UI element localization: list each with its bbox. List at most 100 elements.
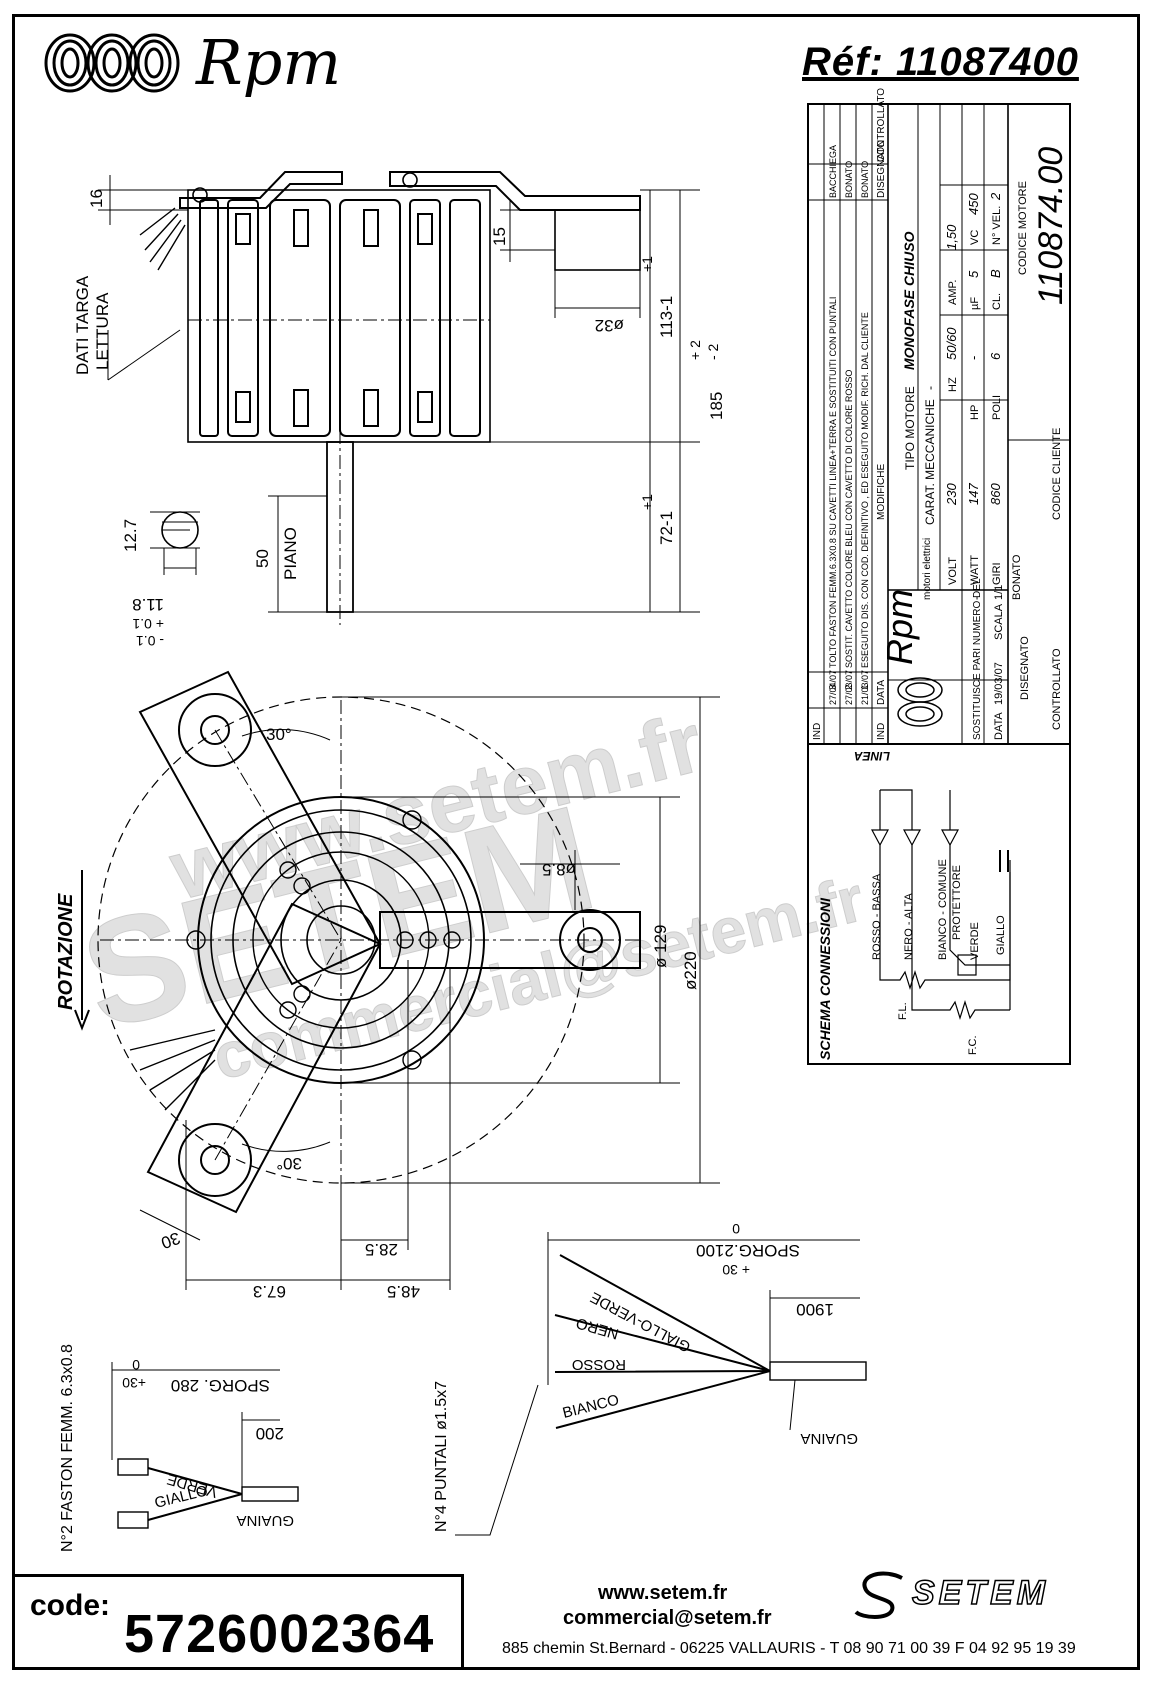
disegnato-value: BONATO bbox=[1011, 554, 1023, 600]
rpm-logo-coils bbox=[44, 33, 180, 93]
setem-swoosh-icon bbox=[854, 1571, 903, 1619]
dim-32: ø32 bbox=[595, 316, 624, 335]
spec-amp-value: 1,50 bbox=[944, 224, 959, 250]
codice-motore-label: CODICE MOTORE bbox=[1017, 181, 1029, 275]
dim-50: 50 bbox=[253, 549, 272, 568]
sostituisce-value: - bbox=[969, 596, 983, 600]
label-puntali: N°4 PUNTALI ø1.5x7 bbox=[433, 1381, 450, 1532]
spec-uf-label: µF bbox=[969, 297, 981, 310]
code-box: code: 5726002364 bbox=[12, 1574, 464, 1670]
dim-8-5: ø8.5 bbox=[542, 860, 576, 879]
dim-48-5: 48.5 bbox=[387, 1282, 420, 1301]
schema-fl: F.L. bbox=[897, 1002, 909, 1020]
small-guaina: GUAINA bbox=[236, 1512, 294, 1529]
cable-guaina: GUAINA bbox=[800, 1430, 858, 1447]
cable-len-1900: 1900 bbox=[796, 1300, 834, 1319]
data-label: DATA bbox=[993, 712, 1005, 740]
carat-label: CARAT. MECCANICHE bbox=[923, 399, 937, 525]
spec-hp-label: HP bbox=[969, 405, 981, 420]
carat-value: - bbox=[923, 386, 937, 390]
rev2-ind: 2 bbox=[844, 684, 855, 690]
rev-col-data: DATA bbox=[876, 679, 887, 705]
footer-email[interactable]: commercial@setem.fr bbox=[563, 1607, 772, 1629]
spec-amp-label: AMP. bbox=[947, 280, 959, 305]
schema-giallo: GIALLO bbox=[995, 915, 1007, 955]
schema-verde: VERDE bbox=[969, 922, 981, 960]
tipo-motore-value: MONOFASE CHIUSO bbox=[901, 231, 917, 370]
brand-logo-text: Rpm bbox=[196, 26, 342, 99]
small-len-200: 200 bbox=[256, 1424, 284, 1443]
footer-website[interactable]: www.setem.fr bbox=[598, 1582, 728, 1604]
rev-col-controllato: CONTROLLATO bbox=[876, 88, 887, 162]
rev1-data: 21/03/07 bbox=[860, 670, 870, 705]
schema-title: SCHEMA CONNESSIONI bbox=[817, 897, 833, 1060]
dim-11-8: 11.8 bbox=[132, 595, 164, 614]
tipo-motore-label: TIPO MOTORE bbox=[903, 386, 917, 470]
label-fastons: N°2 FASTON FEMM. 6.3x0.8 bbox=[59, 1344, 76, 1552]
schema-protettore: PROTETTORE bbox=[951, 865, 963, 940]
spec-watt-value: 147 bbox=[966, 483, 981, 505]
dim-113-tol: +1 bbox=[639, 256, 655, 272]
footer-address: 885 chemin St.Bernard - 06225 VALLAURIS … bbox=[502, 1640, 1076, 1657]
reference-number: Réf: 11087400 bbox=[802, 40, 1079, 84]
spec-hp-value: - bbox=[966, 356, 981, 360]
rev1-ind: 1 bbox=[860, 684, 871, 690]
dim-72-tol: +1 bbox=[639, 494, 655, 510]
spec-cl-value: B bbox=[988, 269, 1003, 278]
label-dati-targa: DATI TARGA bbox=[73, 275, 92, 375]
spec-poli-label: POLI bbox=[991, 395, 1003, 420]
small-sporg-tol-plus: +30 bbox=[122, 1375, 146, 1391]
setem-logo-text: SETEM bbox=[911, 1573, 1050, 1613]
spec-nvel-label: N° VEL. bbox=[991, 206, 1003, 245]
rev-col-ind-2: IND bbox=[876, 723, 887, 740]
spec-hz-label: HZ bbox=[947, 377, 959, 392]
scala-value: 1/1 bbox=[993, 585, 1005, 600]
rev2-modifica: SOSTIT. CAVETTO COLORE BLEU CON CAVETTO … bbox=[844, 370, 854, 668]
drawing-frame bbox=[12, 14, 1140, 1670]
dim-15: 15 bbox=[490, 227, 509, 246]
dim-11-8-tol-minus: - 0.1 bbox=[136, 633, 164, 649]
dim-185: 185 bbox=[707, 392, 726, 420]
wire-nero: NERO bbox=[574, 1314, 620, 1342]
spec-giri-label: GIRI bbox=[991, 562, 1003, 585]
dim-12-7: 12.7 bbox=[121, 519, 140, 552]
rev1-modifica: ESEGUITO DIS. CON COD. DEFINITIVO , ED E… bbox=[860, 312, 870, 668]
schema-fc: F.C. bbox=[967, 1035, 979, 1055]
code-value: 5726002364 bbox=[124, 1604, 435, 1664]
dim-16: 16 bbox=[87, 189, 106, 208]
spec-poli-value: 6 bbox=[988, 352, 1003, 360]
watermark: www.setem.fr SETEM commercial@setem.fr bbox=[67, 694, 872, 1094]
disegnato-label: DISEGNATO bbox=[1019, 636, 1031, 700]
dim-28-5: 28.5 bbox=[365, 1240, 398, 1259]
schema-linea: LINEA bbox=[854, 749, 890, 763]
rev3-modifica: TOLTO FASTON FEMM.6.3X0.8 SU CAVETTI LIN… bbox=[828, 297, 838, 668]
angle-bottom: 30° bbox=[276, 1154, 302, 1173]
angle-top: 30° bbox=[266, 725, 292, 744]
dim-67-3: 67.3 bbox=[253, 1282, 286, 1301]
data-value: 19/03/07 bbox=[993, 662, 1005, 705]
dim-30: 30 bbox=[159, 1228, 183, 1252]
label-piano: PIANO bbox=[281, 527, 300, 580]
rev2-disegnato: BONATO bbox=[844, 161, 854, 198]
dim-72: 72-1 bbox=[657, 511, 676, 545]
sostituisce-label: SOSTITUISCE PARI NUMERO DEL bbox=[972, 578, 983, 740]
rev1-disegnato: BONATO bbox=[860, 161, 870, 198]
wire-bianco: BIANCO bbox=[561, 1391, 621, 1421]
rev3-disegnato: BACCHIEGA bbox=[828, 145, 838, 198]
dim-185-tol-plus: + 2 bbox=[687, 340, 703, 360]
spec-vc-value: 450 bbox=[966, 193, 981, 215]
spec-watt-label: WATT bbox=[969, 555, 981, 585]
spec-cl-label: CL. bbox=[991, 293, 1003, 310]
dim-113: 113-1 bbox=[657, 296, 676, 338]
dim-129: ø 129 bbox=[651, 925, 670, 968]
controllato-label: CONTROLLATO bbox=[1051, 648, 1063, 730]
spec-uf-value: 5 bbox=[966, 270, 981, 278]
cable-sporg-tol-plus: + 30 bbox=[722, 1262, 750, 1278]
dim-11-8-tol-plus: + 0.1 bbox=[132, 616, 164, 632]
rev3-ind: 3 bbox=[828, 684, 839, 690]
schema-rosso-bassa: ROSSO - BASSA bbox=[871, 873, 883, 960]
spec-giri-value: 860 bbox=[988, 483, 1003, 505]
spec-volt-label: VOLT bbox=[947, 557, 959, 585]
dim-220: ø220 bbox=[681, 951, 700, 990]
